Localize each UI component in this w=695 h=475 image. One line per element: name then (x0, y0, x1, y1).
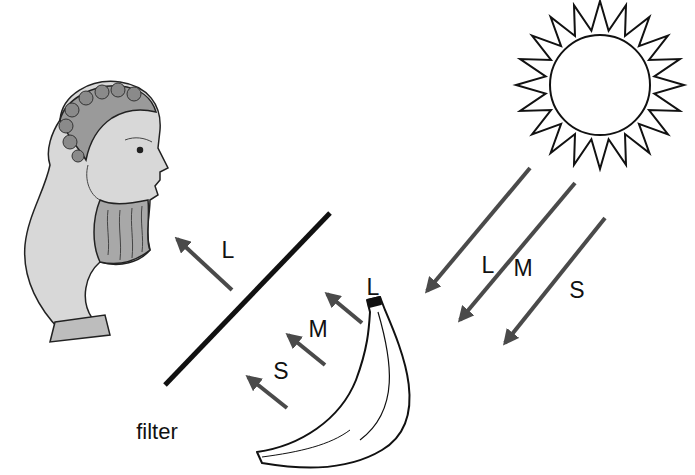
band-label: S (273, 360, 288, 383)
banana (257, 297, 410, 468)
sun-disc (550, 35, 650, 135)
filter-bar (165, 213, 330, 385)
band-label: S (569, 279, 584, 302)
philosopher-bust (25, 81, 168, 342)
band-label: M (513, 257, 532, 280)
part-label: filter (136, 421, 178, 443)
band-label: M (308, 318, 327, 341)
band-label: L (222, 239, 235, 262)
reflected-arrow (327, 294, 362, 323)
incoming-arrow (505, 218, 605, 343)
sun-rays (516, 1, 684, 169)
incoming-arrow (460, 183, 575, 320)
sun (516, 1, 684, 169)
band-label: L (482, 254, 495, 277)
band-label: L (367, 276, 380, 299)
